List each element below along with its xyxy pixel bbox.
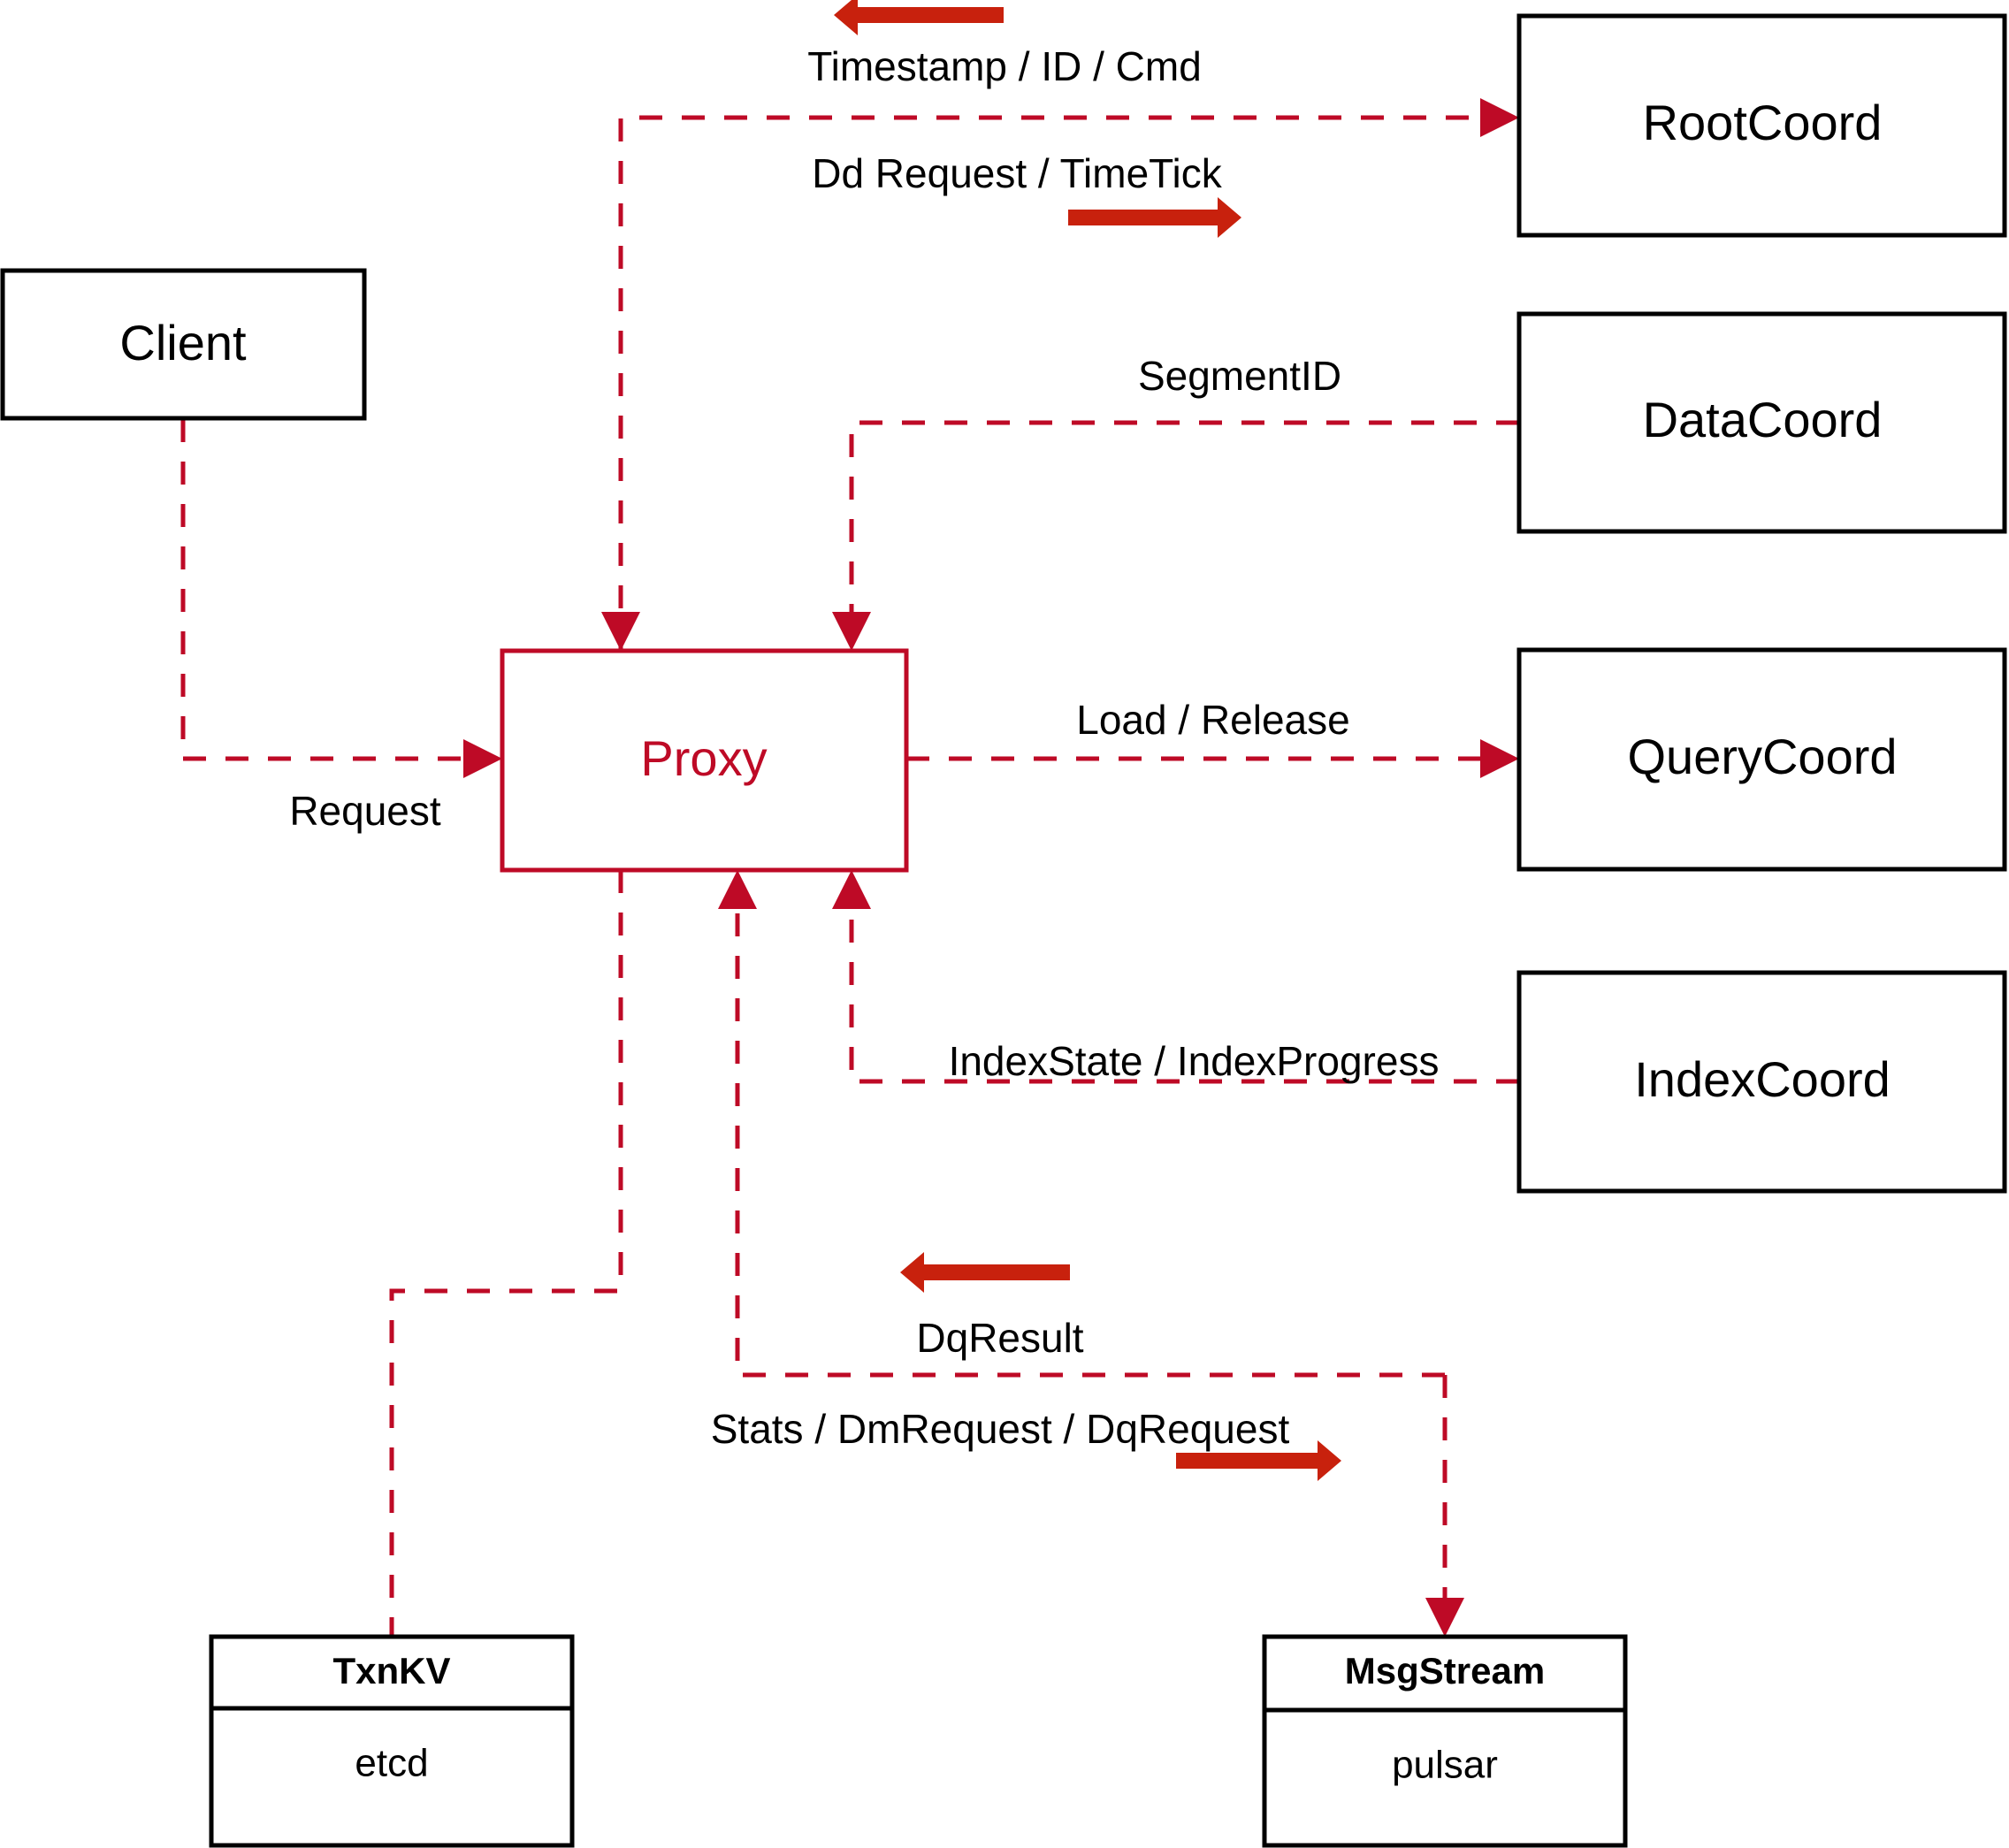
- node-client[interactable]: Client: [0, 268, 367, 421]
- direction-arrow-left-dqresult: [900, 1252, 1070, 1293]
- edge-label-dd-request-timetick: Dd Request / TimeTick: [812, 150, 1223, 196]
- edge-path: [849, 420, 1519, 631]
- node-msgstream[interactable]: MsgStream pulsar: [1262, 1634, 1628, 1848]
- edge-label-request: Request: [289, 788, 441, 834]
- edge-label-indexstate-progress: IndexState / IndexProgress: [949, 1038, 1440, 1084]
- arrowhead-icon: [718, 870, 757, 909]
- edge-proxy-txnkv: [389, 870, 623, 1637]
- edge-indexcoord-proxy: [832, 870, 1519, 1084]
- arrowhead-icon: [601, 612, 640, 651]
- arrowhead-icon: [1480, 739, 1519, 778]
- node-rootcoord-box[interactable]: [1516, 13, 2007, 238]
- node-indexcoord-label: IndexCoord: [1634, 1051, 1891, 1107]
- node-querycoord-box[interactable]: [1516, 647, 2007, 872]
- edge-path: [389, 870, 623, 1637]
- direction-arrow-right-dmrequest: [1176, 1440, 1341, 1481]
- node-msgstream-sublabel: pulsar: [1392, 1744, 1498, 1787]
- edge-label-stats-dm-dq-request: Stats / DmRequest / DqRequest: [711, 1406, 1290, 1452]
- direction-arrow-right-ddrequest: [1068, 197, 1241, 238]
- node-msgstream-label: MsgStream: [1345, 1650, 1545, 1691]
- arrowhead-icon: [1480, 98, 1519, 137]
- edge-label-segmentid: SegmentID: [1138, 353, 1341, 399]
- node-indexcoord[interactable]: IndexCoord: [1516, 970, 2007, 1194]
- node-datacoord-label: DataCoord: [1643, 392, 1883, 447]
- edge-proxy-msgstream: [1425, 1375, 1464, 1637]
- edge-msgstream-proxy: [718, 870, 1445, 1378]
- edge-label-timestamp-id-cmd: Timestamp / ID / Cmd: [807, 43, 1202, 89]
- direction-arrow-left-timestamp: [834, 0, 1004, 35]
- edge-path: [180, 419, 482, 761]
- node-datacoord-box[interactable]: [1516, 311, 2007, 534]
- node-rootcoord-label: RootCoord: [1643, 95, 1883, 150]
- node-txnkv[interactable]: TxnKV etcd: [209, 1634, 575, 1848]
- node-proxy-box[interactable]: [500, 648, 909, 873]
- node-querycoord[interactable]: QueryCoord: [1516, 647, 2007, 872]
- edge-datacoord-proxy: [832, 420, 1519, 651]
- arrowhead-icon: [832, 612, 871, 651]
- node-rootcoord[interactable]: RootCoord: [1516, 13, 2007, 238]
- node-proxy[interactable]: Proxy: [500, 648, 909, 873]
- arrowhead-icon: [832, 870, 871, 909]
- edge-path: [618, 115, 1499, 651]
- arrowhead-icon: [1425, 1598, 1464, 1637]
- node-datacoord[interactable]: DataCoord: [1516, 311, 2007, 534]
- edge-rootcoord-proxy-head: [601, 612, 640, 651]
- node-querycoord-label: QueryCoord: [1627, 729, 1897, 784]
- edge-proxy-rootcoord: [618, 98, 1519, 651]
- node-msgstream-box[interactable]: [1262, 1634, 1628, 1848]
- node-txnkv-label: TxnKV: [332, 1650, 450, 1691]
- node-txnkv-box[interactable]: [209, 1634, 575, 1848]
- edge-path: [735, 890, 1445, 1378]
- node-txnkv-sublabel: etcd: [355, 1742, 428, 1785]
- node-indexcoord-box[interactable]: [1516, 970, 2007, 1194]
- arrowhead-icon: [463, 739, 502, 778]
- edge-label-dqresult: DqResult: [916, 1315, 1083, 1361]
- node-client-label: Client: [119, 315, 247, 370]
- node-proxy-label: Proxy: [640, 730, 767, 786]
- edge-client-proxy: [180, 419, 502, 778]
- edge-label-load-release: Load / Release: [1076, 697, 1349, 743]
- edge-proxy-querycoord: [906, 739, 1519, 778]
- edge-path: [849, 890, 1519, 1084]
- node-client-box[interactable]: [0, 268, 367, 421]
